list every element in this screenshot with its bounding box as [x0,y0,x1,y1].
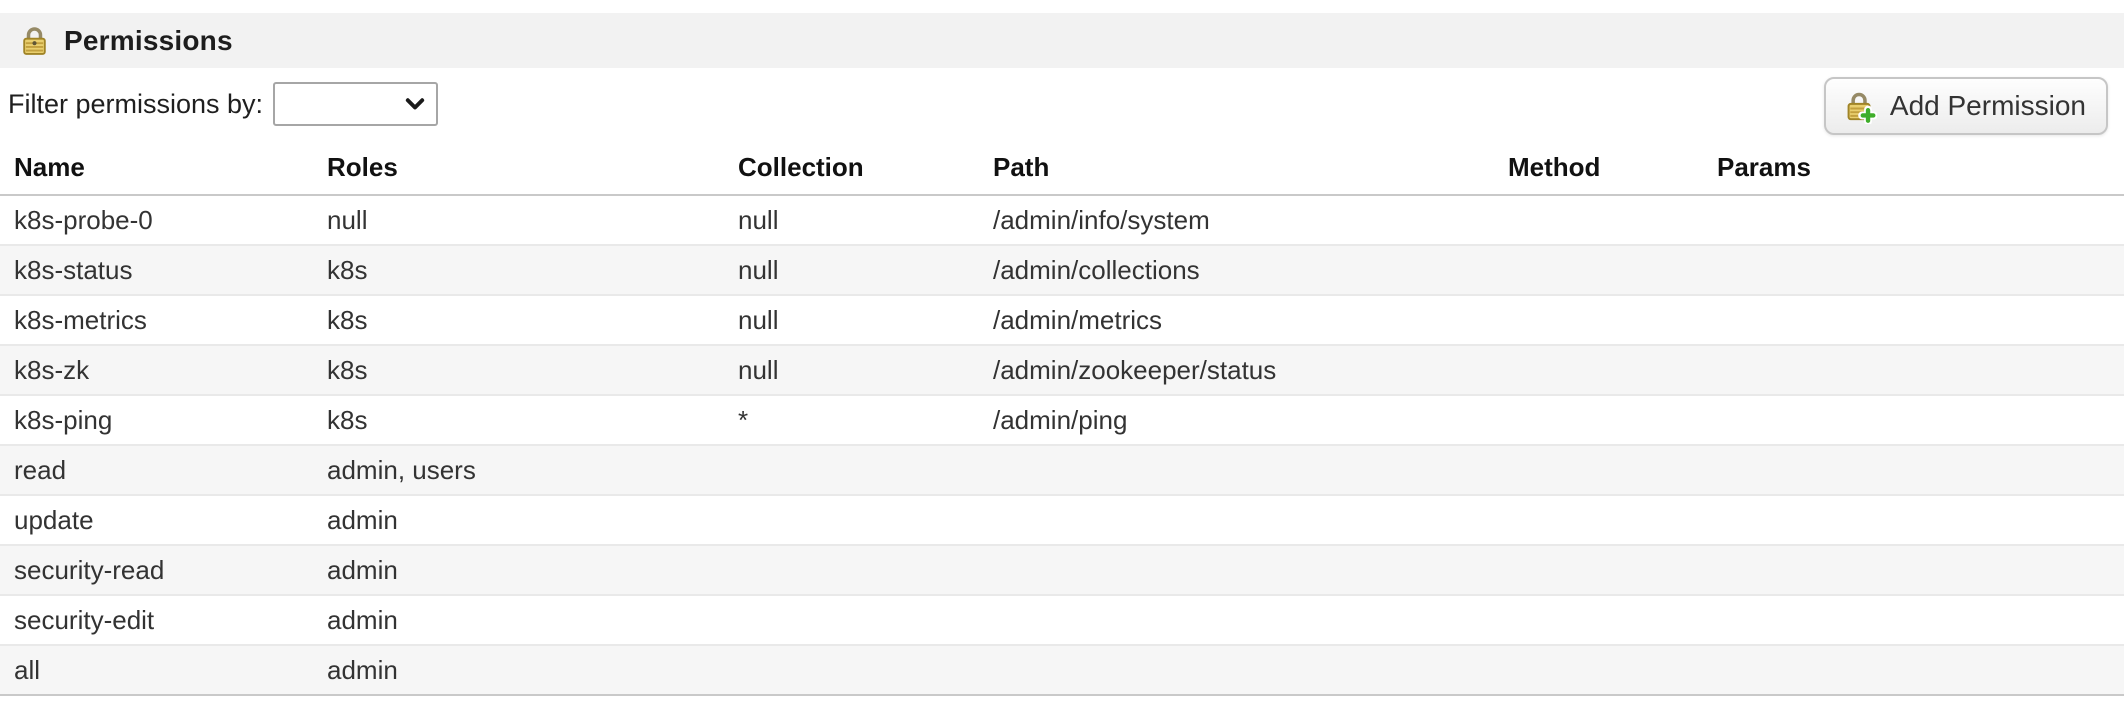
cell-roles: k8s [327,404,368,435]
cell-params [1703,495,2124,545]
cell-path: /admin/ping [993,404,1128,435]
cell-method [1494,345,1703,395]
cell-collection [724,495,979,545]
cell-params [1703,595,2124,645]
cell-params [1703,395,2124,445]
cell-roles: k8s [327,354,368,385]
cell-name: k8s-metrics [14,304,147,335]
cell-collection: null [738,254,779,285]
cell-path [979,445,1494,495]
cell-path: /admin/metrics [993,304,1163,335]
cell-params [1703,295,2124,345]
cell-path: /admin/info/system [993,204,1210,235]
cell-collection: null [738,354,779,385]
cell-roles: admin [327,654,398,685]
table-row: security-read admin [0,545,2124,595]
add-permission-label: Add Permission [1889,90,2086,121]
column-header-params: Params [1703,140,2124,196]
cell-name: update [14,504,94,535]
table-row: k8s-zk k8s null/admin/zookeeper/status [0,345,2124,395]
cell-method [1494,195,1703,245]
cell-collection [724,545,979,595]
cell-collection: null [738,204,779,235]
cell-name: security-read [14,554,165,585]
filter-label: Filter permissions by: [8,88,264,119]
column-header-roles: Roles [313,140,724,196]
filter-select-wrap [273,82,439,126]
panel-title: Permissions [64,24,233,56]
column-header-method: Method [1494,140,1703,196]
cell-params [1703,195,2124,245]
panel-header: Permissions [0,13,2124,68]
cell-path [979,595,1494,645]
cell-name: k8s-status [14,254,133,285]
cell-roles: null [327,204,368,235]
cell-collection: * [738,404,749,435]
cell-params [1703,545,2124,595]
table-row: update admin [0,495,2124,545]
table-row: k8s-metrics k8s null/admin/metrics [0,295,2124,345]
column-header-name: Name [0,140,313,196]
cell-collection [724,645,979,695]
cell-name: k8s-ping [14,404,113,435]
cell-method [1494,545,1703,595]
cell-params [1703,245,2124,295]
cell-method [1494,395,1703,445]
toolbar: Filter permissions by: Ad [0,68,2124,140]
cell-roles: admin, users [327,454,476,485]
lock-icon [18,24,51,57]
cell-path [979,645,1494,695]
table-row: k8s-probe-0 null null/admin/info/system [0,195,2124,245]
table-header-row: Name Roles Collection Path Method Params [0,140,2124,196]
table-row: k8s-ping k8s * /admin/ping [0,395,2124,445]
cell-path: /admin/collections [993,254,1200,285]
cell-params [1703,645,2124,695]
lock-add-icon [1842,89,1877,124]
cell-params [1703,345,2124,395]
cell-method [1494,645,1703,695]
table-row: all admin [0,645,2124,695]
cell-roles: admin [327,604,398,635]
cell-params [1703,445,2124,495]
cell-method [1494,595,1703,645]
cell-collection: null [738,304,779,335]
permissions-table: Name Roles Collection Path Method Params… [0,140,2124,696]
cell-roles: k8s [327,254,368,285]
cell-name: security-edit [14,604,155,635]
cell-collection [724,445,979,495]
table-row: read admin, users [0,445,2124,495]
cell-collection [724,595,979,645]
add-permission-button[interactable]: Add Permission [1823,77,2108,135]
cell-name: read [14,454,67,485]
table-row: k8s-status k8s null/admin/collections [0,245,2124,295]
cell-path: /admin/zookeeper/status [993,354,1277,385]
cell-method [1494,245,1703,295]
permissions-panel: Permissions Filter permissions by: [0,13,2124,696]
cell-method [1494,295,1703,345]
cell-roles: admin [327,554,398,585]
cell-roles: admin [327,504,398,535]
cell-path [979,545,1494,595]
cell-method [1494,495,1703,545]
cell-path [979,495,1494,545]
table-row: security-edit admin [0,595,2124,645]
column-header-path: Path [979,140,1494,196]
cell-name: k8s-probe-0 [14,204,153,235]
column-header-collection: Collection [724,140,979,196]
cell-name: k8s-zk [14,354,90,385]
cell-method [1494,445,1703,495]
filter-select[interactable] [273,82,439,126]
cell-roles: k8s [327,304,368,335]
cell-name: all [14,654,41,685]
